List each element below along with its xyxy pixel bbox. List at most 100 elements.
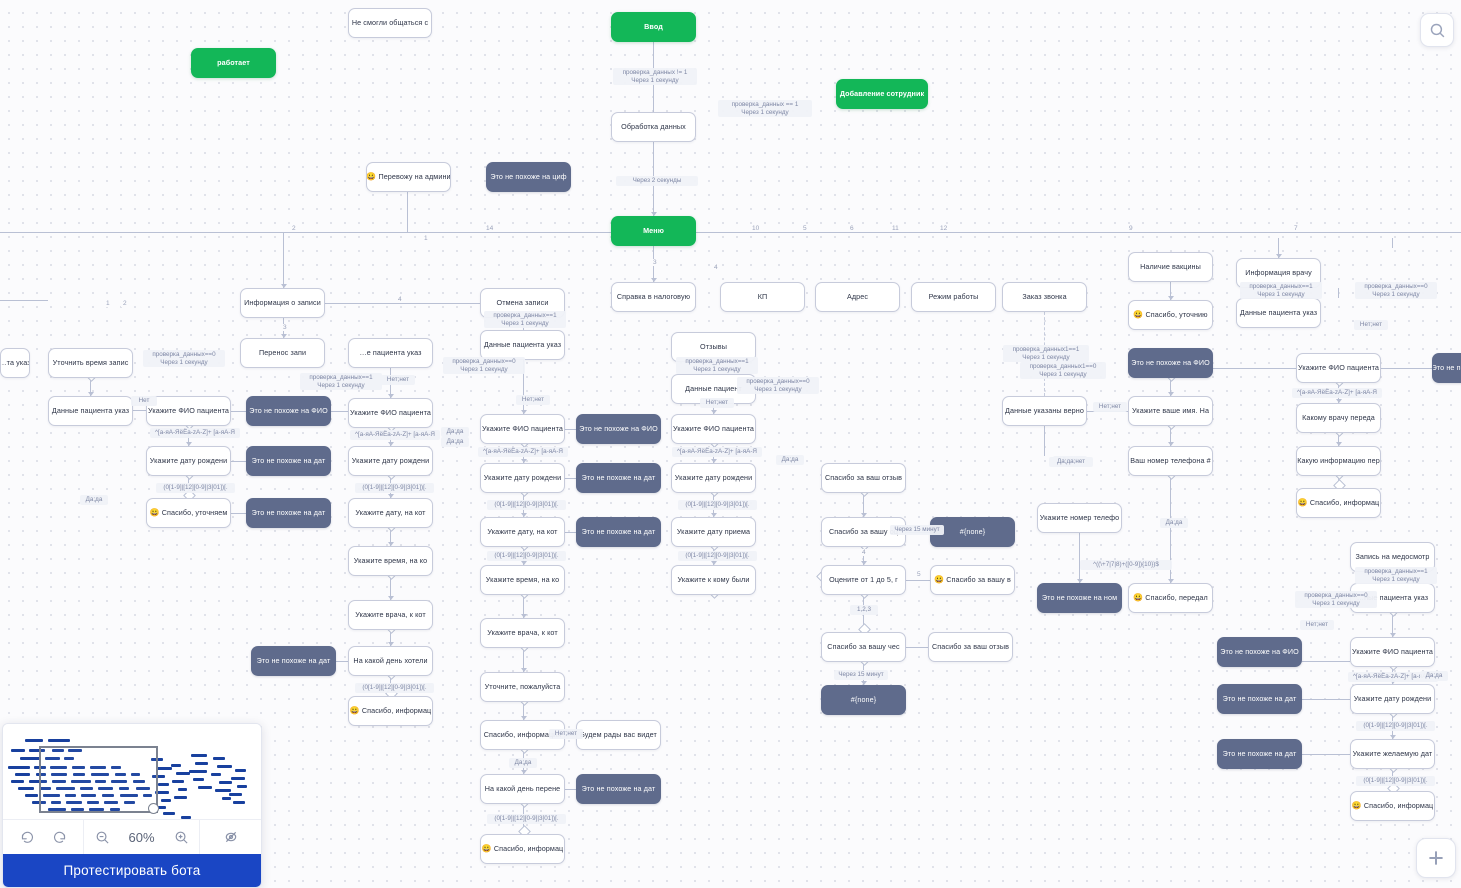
flow-node[interactable]: 😀Спасибо, уточнию: [1128, 300, 1213, 330]
flow-node[interactable]: #{none}: [821, 685, 906, 715]
flow-node[interactable]: Спасибо за вашу чес: [821, 632, 906, 662]
flow-node[interactable]: Это не похоже на ФИО: [1217, 637, 1302, 667]
flow-node[interactable]: Это не похоже на дат: [576, 463, 661, 493]
flow-node[interactable]: Укажите дату рождени: [1350, 684, 1435, 714]
flow-node[interactable]: Спасибо за ваш отзыв: [928, 632, 1013, 662]
flow-node[interactable]: Укажите время, на ко: [480, 565, 565, 595]
flow-node[interactable]: Укажите дату рождени: [671, 463, 756, 493]
flow-node[interactable]: Это не похоже на дат: [1217, 739, 1302, 769]
flow-node[interactable]: работает: [191, 48, 276, 78]
flow-node-label: Спасибо, информац: [493, 843, 564, 853]
flow-node[interactable]: Данные пациента указ: [480, 330, 565, 360]
flow-node[interactable]: Это не похоже на ФИО: [1128, 348, 1213, 378]
flow-node[interactable]: Укажите ФИО пациента: [1350, 637, 1435, 667]
flow-node[interactable]: 😀Спасибо, уточняем: [146, 498, 231, 528]
flow-node[interactable]: Это не похоже на дат: [576, 774, 661, 804]
flow-node[interactable]: 😀Спасибо, передал: [1128, 583, 1213, 613]
eye-off-icon[interactable]: [221, 828, 240, 847]
flow-node[interactable]: Какую информацию пер: [1296, 446, 1381, 476]
flow-node[interactable]: Укажите врача, к кот: [480, 618, 565, 648]
flow-node[interactable]: Режим работы: [911, 282, 996, 312]
flow-node[interactable]: Укажите дату, на кот: [348, 498, 433, 528]
minimap-resize-handle[interactable]: [148, 803, 159, 814]
flow-node[interactable]: Укажите ФИО пациента: [348, 398, 433, 428]
flow-node[interactable]: Укажите врача, к кот: [348, 600, 433, 630]
search-icon[interactable]: [1420, 13, 1454, 47]
test-bot-button[interactable]: Протестировать бота: [3, 854, 261, 887]
flow-node[interactable]: Укажите номер телефо: [1037, 503, 1122, 533]
flow-node[interactable]: Данные пациента указ: [48, 396, 133, 426]
zoom-in-icon[interactable]: [172, 828, 191, 847]
flow-node[interactable]: Спасибо, информация: [480, 720, 565, 750]
flow-node[interactable]: …та указ: [0, 348, 30, 378]
flow-node[interactable]: Справка в налоговую: [611, 282, 696, 312]
flow-node[interactable]: КП: [720, 282, 805, 312]
flow-node[interactable]: Укажите ФИО пациента: [1296, 353, 1381, 383]
edge-label: (0[1-9]|[12][0-9]|3[01])[.: [487, 551, 566, 561]
flow-node[interactable]: Укажите дату рождени: [146, 446, 231, 476]
minimap-viewport[interactable]: [39, 746, 158, 813]
flow-node[interactable]: Это не похоже на ФИО: [246, 396, 331, 426]
flow-node[interactable]: Укажите ваше имя. На: [1128, 396, 1213, 426]
minimap[interactable]: [3, 724, 261, 819]
flow-node[interactable]: Уточнить время запис: [48, 348, 133, 378]
flow-node[interactable]: Спасибо за ваш отзыв: [821, 463, 906, 493]
connector-line: [1392, 613, 1393, 637]
flow-node[interactable]: …е пациента указ: [348, 338, 433, 368]
flow-node[interactable]: Укажите ФИО пациента: [671, 414, 756, 444]
flow-node[interactable]: Ваш номер телефона #: [1128, 446, 1213, 476]
canvas-control-panel[interactable]: 60% Протестировать бота: [2, 723, 262, 888]
flow-node[interactable]: Какому врачу переда: [1296, 403, 1381, 433]
flow-node[interactable]: 😀Спасибо, информац: [1296, 488, 1381, 518]
flow-node[interactable]: Укажите желаемую дат: [1350, 739, 1435, 769]
flow-node[interactable]: Это не похоже на циф: [486, 162, 571, 192]
flow-node[interactable]: Данные указаны верно: [1002, 396, 1087, 426]
flow-node[interactable]: Укажите ФИО пациента: [146, 396, 231, 426]
flow-node[interactable]: Это не похоже на дат: [576, 517, 661, 547]
flow-node[interactable]: Укажите дату рождени: [348, 446, 433, 476]
undo-icon[interactable]: [18, 828, 37, 847]
flow-node[interactable]: Адрес: [815, 282, 900, 312]
connector-arrow: [387, 494, 394, 498]
connector-arrow: [860, 561, 867, 565]
flow-node[interactable]: Это не похоже на ФИО: [576, 414, 661, 444]
zoom-toolbar[interactable]: 60%: [3, 819, 261, 854]
flow-node[interactable]: 😀Спасибо, информац: [480, 834, 565, 864]
flow-node[interactable]: Это не похоже н: [1432, 353, 1461, 383]
flow-node[interactable]: Укажите к кому были: [671, 565, 756, 595]
flow-node[interactable]: Ввод: [611, 12, 696, 42]
flow-node[interactable]: Перенос запи: [240, 338, 325, 368]
connector-arrow: [520, 716, 527, 720]
flow-node[interactable]: На какой день перене: [480, 774, 565, 804]
flow-node[interactable]: Укажите время, на ко: [348, 546, 433, 576]
flow-node[interactable]: 😀Перевожу на админи: [366, 162, 451, 192]
flow-node[interactable]: Информация о записи: [240, 288, 325, 318]
flow-node[interactable]: Данные пациента указ: [1236, 298, 1321, 328]
flow-node[interactable]: 😀Спасибо, информац: [348, 696, 433, 726]
flow-node[interactable]: Это не похоже на дат: [246, 446, 331, 476]
flow-node[interactable]: Уточните, пожалуйста: [480, 672, 565, 702]
flow-node[interactable]: Это не похоже на дат: [246, 498, 331, 528]
flow-node[interactable]: Укажите дату, на кот: [480, 517, 565, 547]
flow-node[interactable]: Это не похоже на дат: [1217, 684, 1302, 714]
flow-node[interactable]: Наличие вакцины: [1128, 252, 1213, 282]
flow-node[interactable]: Не смогли общаться с: [348, 8, 432, 38]
flow-node[interactable]: 😀Спасибо, информац: [1350, 791, 1435, 821]
flow-node[interactable]: Это не похоже на дат: [251, 646, 336, 676]
zoom-out-icon[interactable]: [93, 828, 112, 847]
flow-node[interactable]: Обработка данных: [611, 112, 696, 142]
flow-node[interactable]: Будем рады вас видет: [576, 720, 661, 750]
flow-node[interactable]: На какой день хотели: [348, 646, 433, 676]
redo-icon[interactable]: [50, 828, 69, 847]
plus-icon[interactable]: [1416, 838, 1456, 878]
flow-node-label: Информация врачу: [1245, 267, 1312, 277]
flow-node[interactable]: Это не похоже на ном: [1037, 583, 1122, 613]
flow-node[interactable]: Укажите дату рождени: [480, 463, 565, 493]
flow-node[interactable]: Меню: [611, 216, 696, 246]
flow-node[interactable]: Укажите ФИО пациента: [480, 414, 565, 444]
flow-node[interactable]: Заказ звонка: [1002, 282, 1087, 312]
flow-node[interactable]: Добавление сотрудник: [836, 79, 928, 109]
flow-node[interactable]: Оцените от 1 до 5, г: [821, 565, 906, 595]
flow-node[interactable]: 😀Спасибо за вашу в: [930, 565, 1015, 595]
flow-node[interactable]: Укажите дату приема: [671, 517, 756, 547]
